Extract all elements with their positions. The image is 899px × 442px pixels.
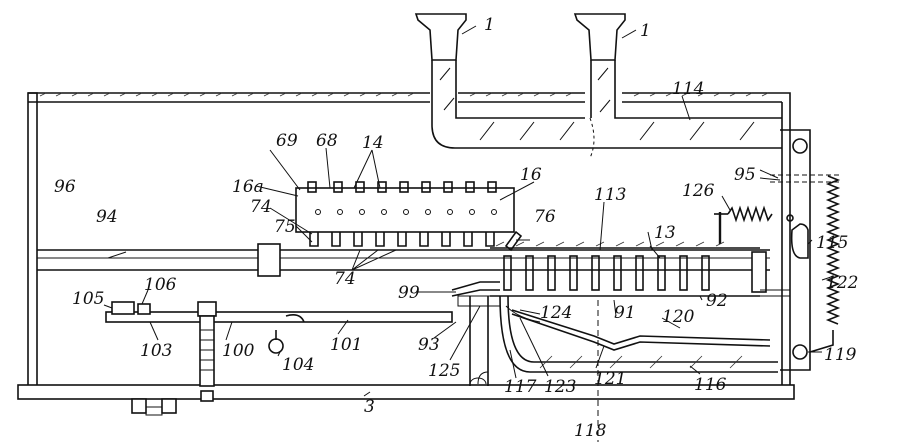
label-95: 95 [734,165,756,185]
spring-126 [714,205,794,244]
label-1-right: 1 [640,21,651,41]
shaft-collar [257,243,281,277]
shaft-end-bearing [751,251,767,293]
label-126: 126 [682,181,715,201]
label-106: 106 [144,275,177,295]
label-92: 92 [706,291,728,311]
lower-linkage [105,301,453,402]
spring-122 [809,175,841,353]
cabinet-right-wall [781,102,791,385]
label-74-lower: 74 [334,269,356,289]
label-104: 104 [282,355,314,375]
label-14: 14 [362,133,384,153]
leader-lines [103,25,835,397]
label-125: 125 [428,361,460,381]
manifold-pipe [439,67,755,159]
label-101: 101 [330,335,362,355]
label-105: 105 [72,289,104,309]
cabinet [17,92,795,416]
label-16a: 16a [232,177,264,197]
funnel-right [573,13,782,119]
pivot-nut [197,301,217,317]
roller-104 [268,338,284,354]
cabinet-top-wall-right [622,92,791,103]
label-115: 115 [816,233,848,253]
label-123: 123 [544,377,576,397]
label-117: 117 [504,377,537,397]
lower-reservoir [499,289,790,442]
label-75: 75 [274,217,296,237]
base-plate [17,384,795,400]
label-100: 100 [222,341,255,361]
label-116: 116 [694,375,727,395]
label-103: 103 [140,341,172,361]
label-3: 3 [364,397,375,417]
label-96: 96 [54,177,76,197]
drum-assembly [490,241,760,297]
base-foot-link [145,406,163,416]
label-76: 76 [534,207,556,227]
label-99: 99 [398,283,420,303]
contact-106 [137,303,151,315]
cabinet-left-wall [27,92,38,390]
pivot-post-foot [200,390,214,402]
label-69: 69 [276,131,298,151]
label-122: 122 [826,273,858,293]
label-93: 93 [418,335,440,355]
label-1-left: 1 [484,15,495,35]
center-post [457,295,501,386]
contact-105 [111,301,135,315]
label-113: 113 [594,185,626,205]
pivot-post [199,315,215,387]
reference-labels: 1 1 114 96 69 68 14 16a 16 74 75 76 113 … [54,15,858,441]
funnel-left [414,13,782,149]
label-74-upper: 74 [250,197,272,217]
base-foot [131,398,147,414]
base-foot [161,398,177,414]
main-shaft [37,243,770,293]
lever-99 [451,281,500,297]
cabinet-top-wall-middle [458,92,585,103]
label-68: 68 [316,131,338,151]
label-91: 91 [614,303,636,323]
label-124: 124 [540,303,572,323]
selector-block [295,181,523,252]
lever-103-101 [105,311,453,323]
label-16: 16 [520,165,542,185]
label-121: 121 [594,369,626,389]
label-120: 120 [662,307,695,327]
cabinet-top-wall-left [28,92,430,103]
label-118: 118 [574,421,607,441]
label-13: 13 [654,223,676,243]
label-114: 114 [672,79,704,99]
label-119: 119 [824,345,857,365]
label-94: 94 [96,207,118,227]
